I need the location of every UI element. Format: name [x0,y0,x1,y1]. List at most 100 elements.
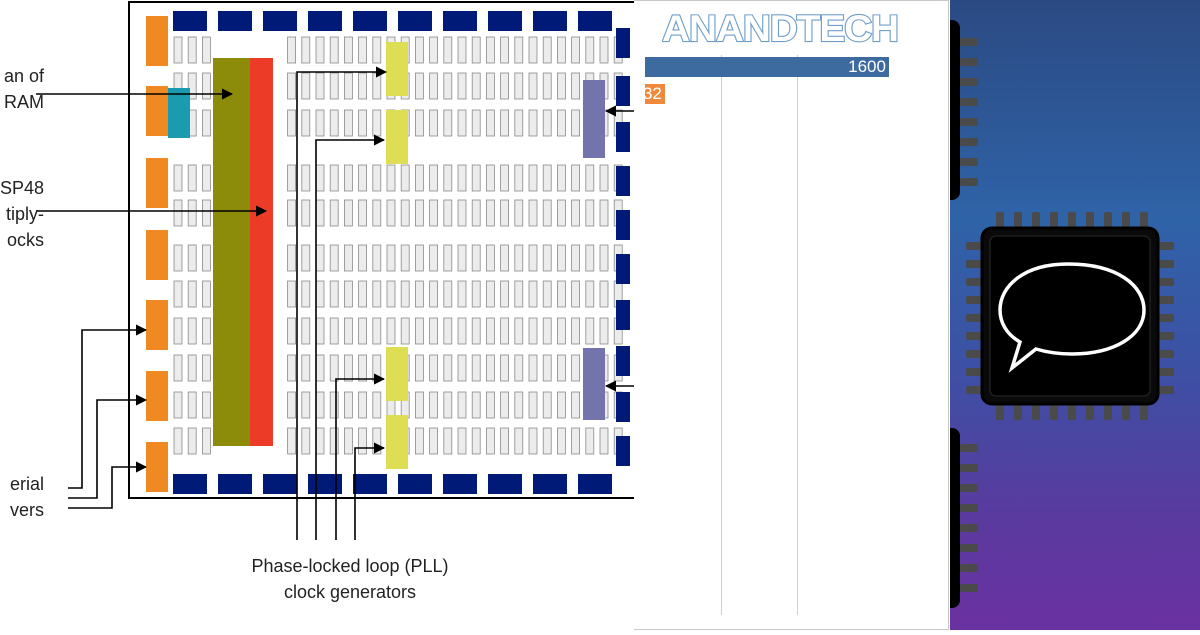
logic-cell [485,199,495,227]
chip-pin [1156,350,1174,358]
speech-bubble-icon [998,262,1146,373]
arrow-serial-3 [68,461,148,509]
logic-cell [557,391,566,419]
logic-cell [457,199,467,227]
logic-cell [187,164,197,192]
logic-cell [471,36,481,64]
io-block [616,254,630,284]
logic-cell [343,317,353,345]
io-block [263,11,297,31]
logic-cell [287,317,297,345]
logic-cell [287,391,297,419]
serial-transceiver-blocks [146,16,168,492]
io-block [398,474,432,494]
logic-cell [201,36,211,64]
logic-cell [443,244,453,272]
chip-pin [966,278,984,286]
logic-cell [400,244,410,272]
io-block [308,474,342,494]
logic-cell [301,199,311,227]
logic-cell [173,199,183,227]
logic-cell [429,280,439,308]
io-blocks-right [616,28,630,466]
logic-cell [599,164,609,192]
transceiver-block [146,442,168,492]
logic-cell [571,280,580,308]
logic-cell [443,280,453,308]
label-block-ram-line2: RAM [4,92,44,112]
logic-cell [201,72,211,100]
chip-pin [1104,402,1112,420]
logic-cell [301,317,311,345]
logic-cell [557,36,566,64]
transceiver-block [146,230,168,280]
logic-cell [485,391,495,419]
logic-cell [386,317,396,345]
logic-cell [542,199,552,227]
logic-cell [457,354,467,382]
logic-cell [287,427,297,455]
io-block [616,122,630,152]
arrow-serial-1 [68,324,148,489]
label-pll-line1: Phase-locked loop (PLL) [251,556,449,576]
chip-pin [1104,212,1112,230]
logic-cell [485,280,495,308]
chip-pin [1068,402,1076,420]
logic-cell [201,109,211,137]
io-block [218,11,252,31]
logic-cell [358,109,368,137]
logic-cell [372,317,382,345]
logic-cell [528,72,538,100]
logic-cell [414,36,424,64]
logic-cell [287,36,297,64]
logic-cell [187,280,197,308]
logic-cell [315,354,325,382]
logic-cell [514,317,524,345]
chip-pin [1122,402,1130,420]
logic-cell [557,164,566,192]
logic-cell [329,317,339,345]
chip-pin [1014,402,1022,420]
logic-cell [485,244,495,272]
logic-cell [585,427,595,455]
logic-cell [542,427,552,455]
logic-cell [585,317,595,345]
logic-cell [315,391,325,419]
logic-cell [329,391,339,419]
chip-pin [1050,402,1058,420]
io-block [353,11,387,31]
transceiver-block [146,158,168,208]
logic-cell [485,36,495,64]
logic-cell [372,427,382,455]
logic-cell [528,109,538,137]
logic-cell [173,317,183,345]
io-block [616,346,630,376]
logic-cell [301,72,311,100]
logic-cell [358,317,368,345]
logic-cell [386,199,396,227]
logic-cell [329,109,339,137]
chip-pin [1156,260,1174,268]
io-block [173,474,207,494]
chip-pin [960,584,978,592]
logic-cell [443,427,453,455]
logic-cell [557,72,566,100]
logic-cell [187,36,197,64]
logic-cell [343,244,353,272]
block-ram-column [213,58,250,446]
chip-pin [1068,212,1076,230]
chip-pin [1156,368,1174,376]
io-block [578,11,612,31]
logic-cell [542,391,552,419]
logic-cell [343,164,353,192]
logic-cell [528,280,538,308]
arrow-pll-4 [354,442,386,540]
logic-cell [514,354,524,382]
logic-cell [599,36,609,64]
logic-cell [471,391,481,419]
purple-block [583,348,605,420]
io-block [173,11,207,31]
logic-cell [301,391,311,419]
partial-chip [950,20,960,200]
logic-cell [429,72,439,100]
